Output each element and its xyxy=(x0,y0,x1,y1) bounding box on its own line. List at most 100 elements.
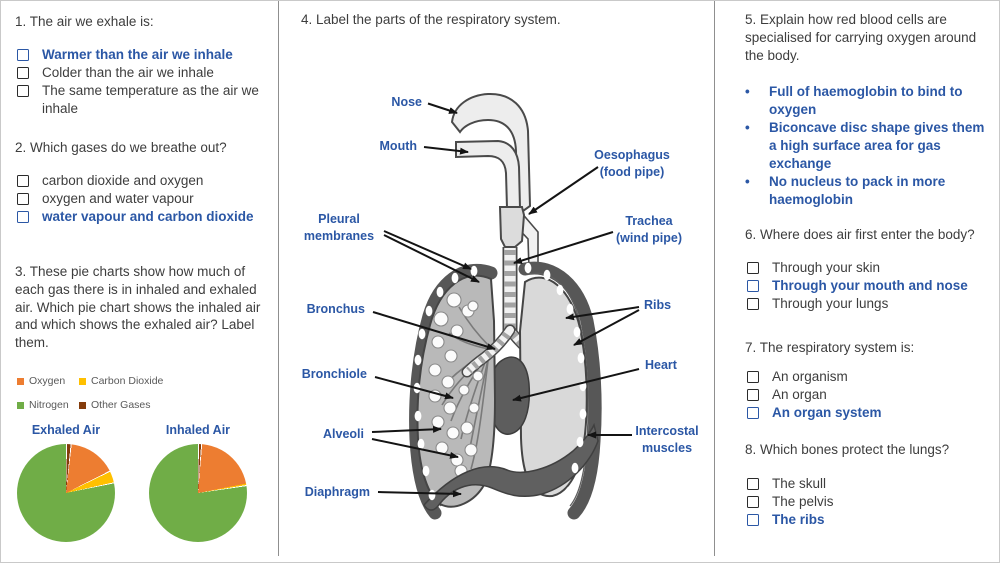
q5-bullet-3: • No nucleus to pack in more haemoglobin xyxy=(745,173,991,209)
checkbox-icon[interactable] xyxy=(747,280,759,292)
diagram-label-trachea: Trachea xyxy=(625,214,673,228)
option-label: oxygen and water vapour xyxy=(42,191,194,206)
checkbox-icon[interactable] xyxy=(747,389,759,401)
bullet-label: Biconcave disc shape gives them a high s… xyxy=(769,120,985,171)
alveoli-clusters xyxy=(428,292,484,478)
rib-white-ovals xyxy=(413,262,587,501)
option-label: water vapour and carbon dioxide xyxy=(42,209,254,224)
nose-mouth-airway-shape xyxy=(450,92,532,248)
diagram-label-mouth: Mouth xyxy=(380,139,417,153)
bullet-icon: • xyxy=(745,120,750,135)
q8-option-2: The pelvis xyxy=(745,493,995,511)
option-label: Through your lungs xyxy=(772,296,889,311)
diagram-label-ribs: Ribs xyxy=(644,298,671,312)
option-label: The ribs xyxy=(772,512,825,527)
option-label: An organ system xyxy=(772,405,882,420)
q7-option-3: An organ system xyxy=(745,404,995,422)
left-lung-cutaway-shape xyxy=(416,274,516,508)
legend-label: Other Gases xyxy=(91,399,151,411)
exhaled-air-pie-chart xyxy=(17,444,115,542)
bullet-label: Full of haemoglobin to bind to oxygen xyxy=(769,84,963,117)
checkbox-icon[interactable] xyxy=(17,175,29,187)
column-divider-left xyxy=(278,1,279,556)
q7-option-1: An organism xyxy=(745,368,995,386)
bullet-label: No nucleus to pack in more haemoglobin xyxy=(769,174,946,207)
q5-answers: • Full of haemoglobin to bind to oxygen … xyxy=(745,83,991,209)
q2-option-1: carbon dioxide and oxygen xyxy=(15,172,269,190)
legend-swatch-nitrogen xyxy=(17,401,24,409)
legend-label: Oxygen xyxy=(29,375,66,387)
legend-label: Carbon Dioxide xyxy=(91,375,164,387)
respiratory-diagram: Nose Mouth Oesophagus (food pipe) Trache… xyxy=(302,92,699,520)
diagram-label-pleural-2: membranes xyxy=(304,229,374,243)
q2-option-3: water vapour and carbon dioxide xyxy=(15,208,269,226)
checkbox-icon[interactable] xyxy=(747,496,759,508)
option-label: An organism xyxy=(772,369,848,384)
pie-legend: Oxygen Carbon Dioxide Nitrogen Other Gas… xyxy=(15,369,269,417)
q5-bullet-1: • Full of haemoglobin to bind to oxygen xyxy=(745,83,991,119)
option-label: Through your mouth and nose xyxy=(772,278,968,293)
q6-option-3: Through your lungs xyxy=(745,295,995,313)
label-arrows xyxy=(371,102,640,498)
exhaled-pie-title: Exhaled Air xyxy=(31,423,101,437)
question-6-title: 6. Where does air first enter the body? xyxy=(745,227,975,242)
q1-option-1: Warmer than the air we inhale xyxy=(15,46,269,64)
legend-item-co2: Carbon Dioxide xyxy=(79,369,163,393)
checkbox-icon[interactable] xyxy=(17,211,29,223)
legend-item-other: Other Gases xyxy=(79,393,151,417)
option-label: carbon dioxide and oxygen xyxy=(42,173,204,188)
checkbox-icon[interactable] xyxy=(17,193,29,205)
diagram-label-pleural: Pleural xyxy=(318,212,360,226)
q6-option-1: Through your skin xyxy=(745,259,995,277)
option-label: The same temperature as the air we inhal… xyxy=(42,83,259,116)
question-4-title: 4. Label the parts of the respiratory sy… xyxy=(301,12,561,27)
checkbox-icon[interactable] xyxy=(747,478,759,490)
option-label: The pelvis xyxy=(772,494,834,509)
q7-option-2: An organ xyxy=(745,386,995,404)
diagram-label-oesophagus-2: (food pipe) xyxy=(600,165,665,179)
checkbox-icon[interactable] xyxy=(747,407,759,419)
q1-option-2: Colder than the air we inhale xyxy=(15,64,269,82)
checkbox-icon[interactable] xyxy=(17,49,29,61)
legend-item-oxygen: Oxygen xyxy=(17,369,79,393)
bullet-icon: • xyxy=(745,84,750,99)
q6-option-2: Through your mouth and nose xyxy=(745,277,995,295)
diaphragm-shape xyxy=(423,422,599,511)
q8-option-3: The ribs xyxy=(745,511,995,529)
diagram-label-nose: Nose xyxy=(391,95,422,109)
question-2-title: 2. Which gases do we breathe out? xyxy=(15,140,227,155)
inhaled-pie-title: Inhaled Air xyxy=(165,423,231,437)
checkbox-icon[interactable] xyxy=(747,298,759,310)
option-label: Warmer than the air we inhale xyxy=(42,47,233,62)
diagram-label-diaphragm: Diaphragm xyxy=(305,485,370,499)
legend-swatch-oxygen xyxy=(17,377,24,385)
checkbox-icon[interactable] xyxy=(17,85,29,97)
checkbox-icon[interactable] xyxy=(17,67,29,79)
question-7-title: 7. The respiratory system is: xyxy=(745,340,915,355)
legend-item-nitrogen: Nitrogen xyxy=(17,393,79,417)
diagram-label-intercostal: Intercostal xyxy=(635,424,698,438)
legend-swatch-co2 xyxy=(79,377,86,385)
option-label: The skull xyxy=(772,476,827,491)
diagram-label-intercostal-2: muscles xyxy=(642,441,692,455)
inhaled-air-pie-chart xyxy=(149,444,247,542)
diagram-label-trachea-2: (wind pipe) xyxy=(616,231,682,245)
q5-bullet-2: • Biconcave disc shape gives them a high… xyxy=(745,119,991,173)
option-label: An organ xyxy=(772,387,827,402)
q1-option-3: The same temperature as the air we inhal… xyxy=(15,82,269,118)
legend-label: Nitrogen xyxy=(29,399,69,411)
diagram-label-oesophagus: Oesophagus xyxy=(594,148,670,162)
bullet-icon: • xyxy=(745,174,750,189)
checkbox-icon[interactable] xyxy=(747,371,759,383)
diagram-label-bronchiole: Bronchiole xyxy=(302,367,367,381)
checkbox-icon[interactable] xyxy=(747,262,759,274)
checkbox-icon[interactable] xyxy=(747,514,759,526)
diagram-label-heart: Heart xyxy=(645,358,678,372)
q8-option-1: The skull xyxy=(745,475,995,493)
question-8-title: 8. Which bones protect the lungs? xyxy=(745,442,950,457)
column-divider-right xyxy=(714,1,715,556)
option-label: Through your skin xyxy=(772,260,881,275)
diagram-label-alveoli: Alveoli xyxy=(323,427,364,441)
question-5-title: 5. Explain how red blood cells are speci… xyxy=(745,12,977,63)
